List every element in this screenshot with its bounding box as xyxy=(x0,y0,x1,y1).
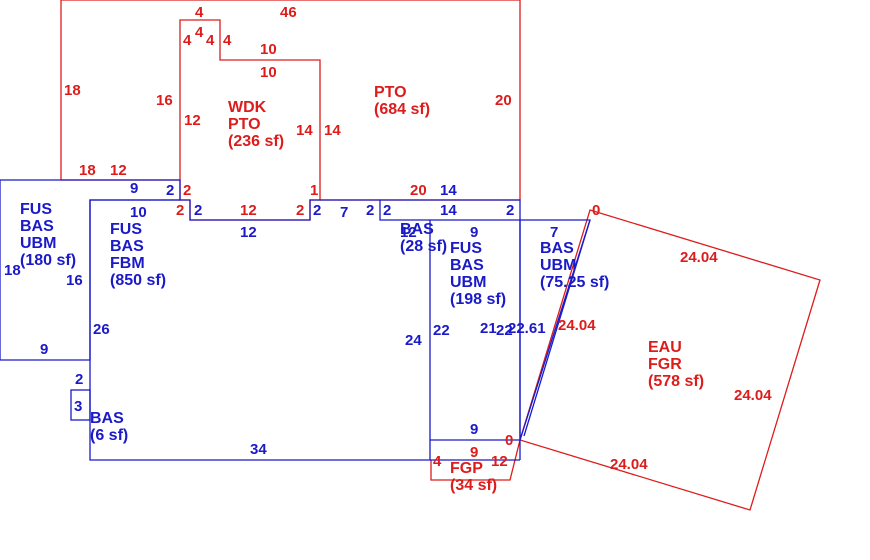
dimension-label: 2 xyxy=(296,202,304,219)
dimension-label: 22 xyxy=(496,322,513,339)
blue-dimension-labels: 18 9 2 10 2 12 2 7 2 2 14 14 9 2 7 12 16… xyxy=(4,180,558,458)
dimension-label: 24.04 xyxy=(610,456,648,473)
dimension-label: 12 xyxy=(240,202,257,219)
dimension-label: 12 xyxy=(240,224,257,241)
dimension-label: 2 xyxy=(366,202,374,219)
dimension-label: 2 xyxy=(183,182,191,199)
dimension-label: 12 xyxy=(491,453,508,470)
dimension-label: 22.61 xyxy=(508,320,546,337)
area-bas-6: BAS (6 sf) xyxy=(90,410,128,444)
dimension-label: 4 xyxy=(195,4,204,21)
dimension-label: 2 xyxy=(506,202,514,219)
dimension-label: 4 xyxy=(433,453,442,470)
area-fus-bas-ubm-198: FUS BAS UBM (198 sf) xyxy=(450,240,506,308)
dimension-label: 18 xyxy=(64,82,81,99)
dimension-label: 2 xyxy=(383,202,391,219)
dimension-label: 14 xyxy=(324,122,341,139)
area-pto: PTO (684 sf) xyxy=(374,84,430,118)
dimension-label: 2 xyxy=(313,202,321,219)
dimension-label: 2 xyxy=(166,182,174,199)
dimension-label: 4 xyxy=(223,32,232,49)
dimension-label: 18 xyxy=(4,262,21,279)
blue-diagonal xyxy=(523,219,591,437)
dimension-label: 9 xyxy=(470,224,478,241)
dimension-label: 24 xyxy=(405,332,422,349)
area-fgp: FGP (34 sf) xyxy=(450,460,497,494)
dimension-label: 9 xyxy=(470,421,478,438)
dimension-label: 10 xyxy=(260,64,277,81)
pto-outline xyxy=(60,0,521,201)
dimension-label: 7 xyxy=(550,224,558,241)
dimension-label: 0 xyxy=(505,432,513,449)
dimension-label: 34 xyxy=(250,441,267,458)
bas-6-outline xyxy=(70,389,91,421)
dimension-label: 24.04 xyxy=(680,249,718,266)
dimension-label: 24.04 xyxy=(734,387,772,404)
dimension-label: 12 xyxy=(184,112,201,129)
dimension-label: 3 xyxy=(74,398,82,415)
dimension-label: 14 xyxy=(440,182,457,199)
dimension-label: 14 xyxy=(440,202,457,219)
dimension-label: 14 xyxy=(296,122,313,139)
bas-28-outline xyxy=(380,199,521,220)
dimension-label: 2 xyxy=(176,202,184,219)
dimension-label: 7 xyxy=(340,204,348,221)
dimension-label: 26 xyxy=(93,321,110,338)
dimension-label: 20 xyxy=(410,182,427,199)
dimension-label: 0 xyxy=(592,202,600,219)
dimension-label: 1 xyxy=(310,182,318,199)
area-bas-ubm-75: BAS UBM (75.25 sf) xyxy=(540,240,609,291)
dimension-label: 24.04 xyxy=(558,317,596,334)
dimension-label: 4 xyxy=(183,32,192,49)
area-eau-fgr: EAU FGR (578 sf) xyxy=(648,339,704,390)
dimension-label: 18 xyxy=(79,162,96,179)
area-labels: FUS BAS UBM (180 sf) FUS BAS FBM (850 sf… xyxy=(20,84,704,494)
dimension-label: 22 xyxy=(433,322,450,339)
dimension-label: 12 xyxy=(400,224,417,241)
dimension-label: 2 xyxy=(75,371,83,388)
dimension-label: 9 xyxy=(130,180,138,197)
dimension-label: 4 xyxy=(206,32,215,49)
bas-ubm-75-outline xyxy=(519,219,591,441)
dimension-label: 20 xyxy=(495,92,512,109)
area-fus-bas-fbm: FUS BAS FBM (850 sf) xyxy=(110,221,166,289)
dimension-label: 16 xyxy=(156,92,173,109)
dimension-label: 10 xyxy=(260,41,277,58)
dimension-label: 21 xyxy=(480,320,497,337)
area-fus-bas-ubm-left: FUS BAS UBM (180 sf) xyxy=(20,201,76,269)
dimension-label: 12 xyxy=(110,162,127,179)
dimension-label: 16 xyxy=(66,272,83,289)
dimension-label: 9 xyxy=(40,341,48,358)
area-bas-28: BAS (28 sf) xyxy=(400,221,447,255)
dimension-label: 9 xyxy=(470,444,478,461)
blue-outlines xyxy=(0,179,591,461)
dimension-label: 10 xyxy=(130,204,147,221)
area-wdk-pto: WDK PTO (236 sf) xyxy=(228,99,284,150)
dimension-label: 46 xyxy=(280,4,297,21)
eau-fgr-outline xyxy=(519,209,821,511)
dimension-label: 4 xyxy=(195,24,204,41)
red-dimension-labels: 4 46 4 4 4 4 10 10 18 16 12 14 14 20 18 … xyxy=(64,4,772,473)
dimension-label: 2 xyxy=(194,202,202,219)
